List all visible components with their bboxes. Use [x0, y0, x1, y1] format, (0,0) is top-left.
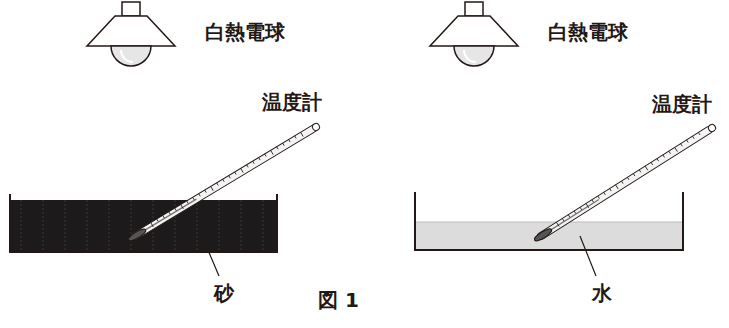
water-surface: [415, 222, 683, 223]
scale-tick: [295, 136, 297, 139]
scale-tick: [253, 161, 255, 164]
sand-tray: [10, 194, 277, 252]
scale-tick: [574, 211, 576, 214]
scale-tick: [265, 154, 267, 157]
scale-tick: [187, 201, 189, 204]
leader-line: [580, 236, 596, 276]
tray-outline: [415, 192, 683, 250]
scale-tick: [687, 140, 689, 143]
lamp-socket: [465, 2, 483, 16]
scale-tick: [657, 159, 659, 162]
scale-tick: [693, 136, 695, 139]
thermometer-bulb: [127, 227, 147, 242]
scale-tick: [193, 197, 195, 200]
scale-tick: [622, 181, 624, 184]
material-label: 水: [592, 281, 612, 305]
scale-tick: [289, 139, 291, 142]
scale-tick: [223, 179, 225, 182]
scale-tick: [283, 143, 285, 146]
scale-tick: [580, 207, 582, 210]
tray-outline: [10, 194, 277, 252]
water: [415, 222, 683, 250]
scale-tick: [616, 185, 619, 189]
scale-tick: [675, 147, 678, 151]
scale-tick: [199, 194, 201, 197]
scale-tick: [562, 218, 564, 221]
scale-tick: [604, 192, 606, 195]
incandescent-lamp: [430, 2, 518, 66]
thermometer-loop: [707, 123, 717, 133]
scale-tick: [217, 183, 219, 186]
scale-tick: [598, 196, 600, 199]
scale-tick: [229, 176, 231, 179]
scale-tick: [681, 144, 683, 147]
scale-tick: [669, 151, 671, 154]
scale-tick: [698, 132, 700, 135]
scale-tick: [639, 170, 641, 173]
lamp-bulb: [111, 46, 151, 66]
thermometer: [533, 123, 717, 243]
scale-tick: [586, 204, 589, 208]
thermometer-label: 温度計: [262, 90, 322, 114]
lamp-shade: [430, 16, 518, 46]
scale-tick: [568, 215, 570, 218]
scale-tick: [592, 200, 594, 203]
thermometer-loop: [311, 122, 321, 132]
lamp-label: 白熱電球: [548, 20, 628, 44]
scale-tick: [163, 215, 165, 218]
material-label: 砂: [214, 281, 234, 305]
bulb-highlight: [121, 50, 133, 62]
scale-tick: [651, 162, 653, 165]
scale-tick: [151, 223, 154, 227]
scale-tick: [169, 212, 171, 215]
scale-tick: [663, 155, 665, 158]
lamp-label: 白熱電球: [205, 20, 285, 44]
thermometer-tube: [130, 124, 318, 241]
scale-tick: [181, 205, 184, 209]
lamp-shade: [87, 16, 175, 46]
figure-caption: 図 1: [318, 288, 359, 312]
lamp-bulb: [454, 46, 494, 66]
scale-tick: [175, 208, 177, 211]
incandescent-lamp: [87, 2, 175, 66]
scale-tick: [211, 186, 214, 190]
scale-tick: [277, 147, 279, 150]
scale-tick: [259, 158, 261, 161]
thermometer: [127, 122, 321, 243]
scale-tick: [205, 190, 207, 193]
scale-tick: [301, 132, 304, 136]
scale-tick: [241, 168, 244, 172]
scale-tick: [247, 165, 249, 168]
scale-tick: [235, 172, 237, 175]
scale-tick: [610, 189, 612, 192]
leader-line: [202, 236, 219, 276]
bulb-highlight: [464, 50, 476, 62]
sand: [10, 200, 277, 252]
scale-tick: [645, 166, 648, 170]
thermometer-tube: [536, 125, 714, 241]
lamp-socket: [122, 2, 140, 16]
scale-tick: [271, 150, 274, 154]
scale-tick: [627, 177, 629, 180]
thermometer-bulb: [533, 227, 553, 243]
scale-tick: [556, 222, 559, 226]
scale-tick: [633, 174, 635, 177]
thermometer-label: 温度計: [652, 92, 712, 116]
water-tray: [415, 192, 683, 250]
scale-tick: [157, 219, 159, 222]
